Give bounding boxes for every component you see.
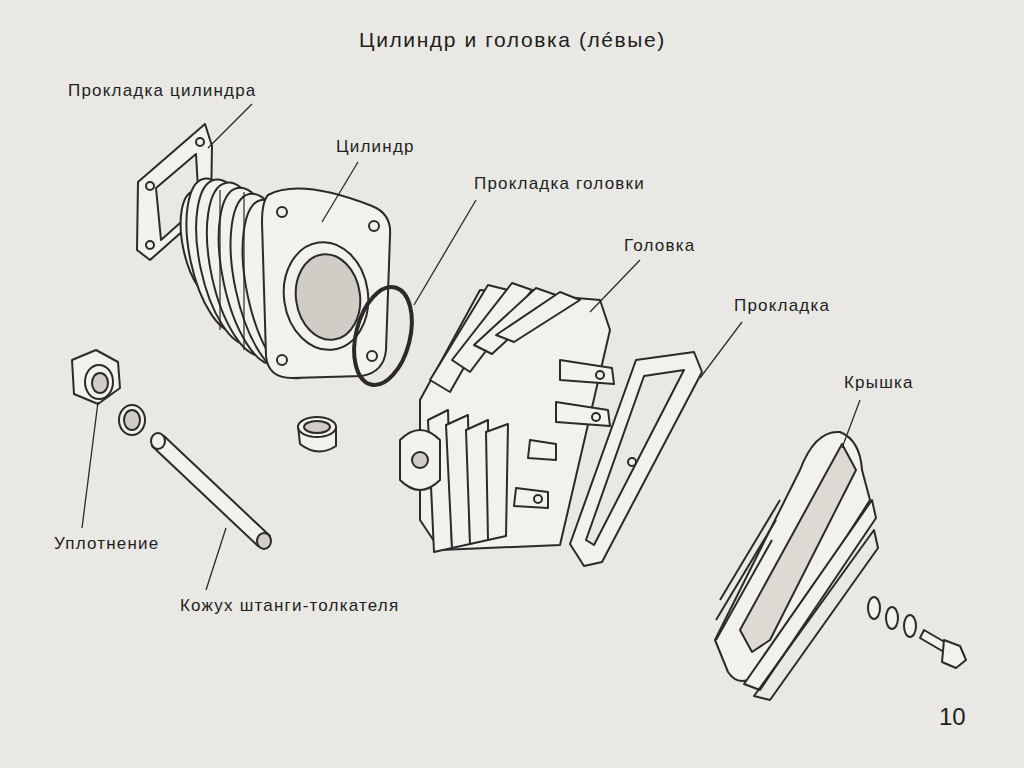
cylinder [172, 172, 390, 384]
part-label: Прокладка [734, 296, 830, 316]
part-label: Кожух штанги-толкателя [180, 596, 399, 616]
cover [715, 432, 878, 700]
page-number: 10 [939, 703, 966, 732]
part-label: Уплотнение [54, 534, 159, 554]
diagram-title: Цилиндр и головка (лéвые) [359, 27, 666, 52]
part-label: Головка [624, 236, 695, 256]
ring-small [119, 405, 145, 435]
cover-gasket [570, 352, 702, 566]
part-label: Крышка [844, 373, 914, 393]
push-rod-tube [151, 433, 271, 549]
bolt [868, 597, 966, 668]
seal [72, 350, 120, 404]
part-label: Цилиндр [336, 137, 415, 157]
leader-lines [82, 104, 860, 590]
part-label: Прокладка головки [474, 174, 645, 194]
head-o-ring [345, 281, 422, 391]
part-label: Прокладка цилиндра [68, 81, 257, 101]
ring [298, 417, 336, 452]
